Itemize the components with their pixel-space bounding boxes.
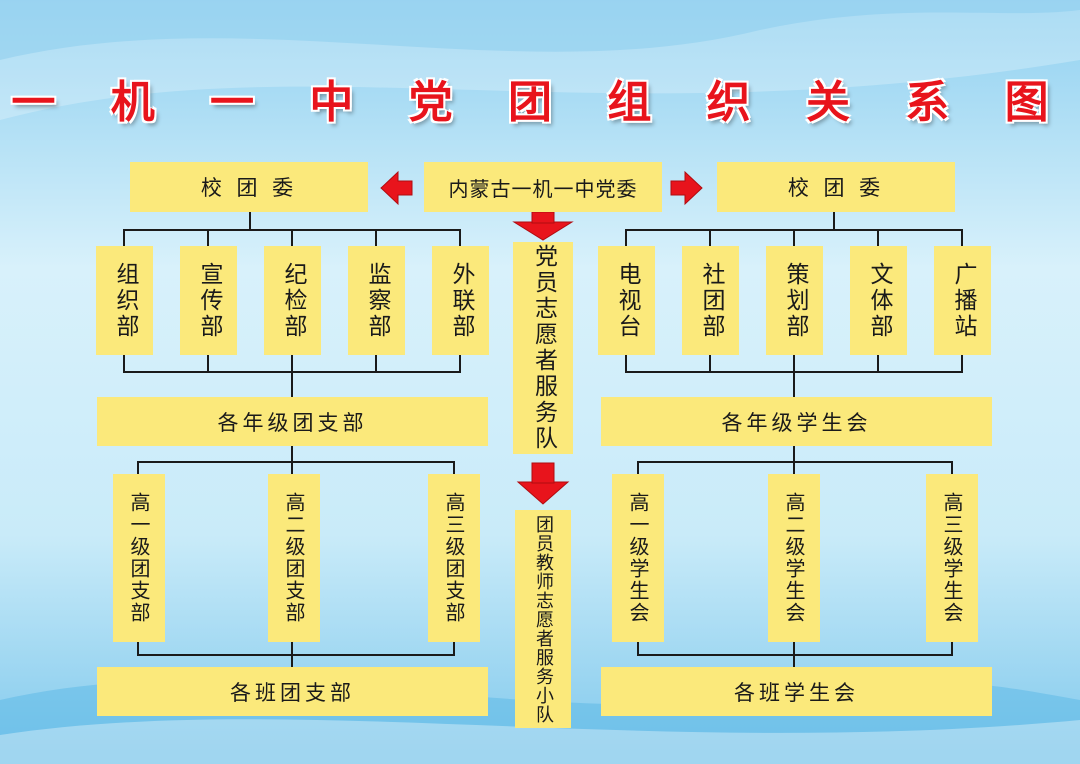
party-committee-box: 内蒙古一机一中党委 <box>424 162 662 212</box>
right-dept-4: 文体部 <box>850 246 907 355</box>
arrow-down-icon-2 <box>516 481 570 505</box>
left-league-committee-box: 校 团 委 <box>130 162 368 212</box>
teacher-volunteer-box: 团员教师志愿者服务小队 <box>515 510 571 728</box>
left-grade-1: 高一级团支部 <box>113 474 165 642</box>
right-class-council-box: 各班学生会 <box>601 667 992 716</box>
left-grade-2: 高二级团支部 <box>268 474 320 642</box>
left-grade-3: 高三级团支部 <box>428 474 480 642</box>
left-dept-3: 纪检部 <box>264 246 321 355</box>
right-dept-3: 策划部 <box>766 246 823 355</box>
arrow-left-icon <box>380 170 413 206</box>
left-dept-5: 外联部 <box>432 246 489 355</box>
right-league-committee-box: 校 团 委 <box>717 162 955 212</box>
party-volunteer-box: 党员志愿者服务队 <box>513 242 573 454</box>
right-grade-1: 高一级学生会 <box>612 474 664 642</box>
right-dept-5: 广播站 <box>934 246 991 355</box>
right-grade-3: 高三级学生会 <box>926 474 978 642</box>
arrow-right-icon <box>670 170 703 206</box>
right-grade-2: 高二级学生会 <box>768 474 820 642</box>
right-dept-1: 电视台 <box>598 246 655 355</box>
page-title: 一 机 一 中 党 团 组 织 关 系 图 <box>11 77 1069 128</box>
arrow-down-icon <box>512 221 574 241</box>
right-grade-council-box: 各年级学生会 <box>601 397 992 446</box>
left-dept-1: 组织部 <box>96 246 153 355</box>
left-dept-2: 宣传部 <box>180 246 237 355</box>
left-dept-4: 监察部 <box>348 246 405 355</box>
left-grade-branch-box: 各年级团支部 <box>97 397 488 446</box>
right-dept-2: 社团部 <box>682 246 739 355</box>
left-class-branch-box: 各班团支部 <box>97 667 488 716</box>
